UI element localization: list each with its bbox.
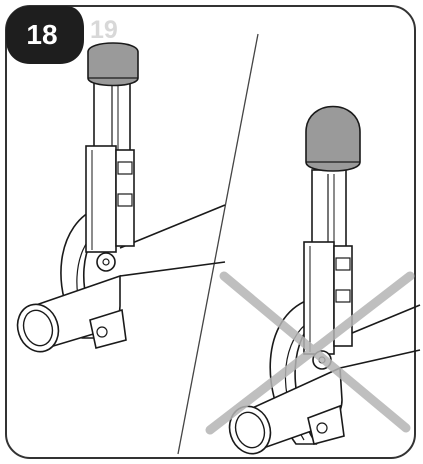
cutter-roller-block (89, 308, 127, 349)
panel-frame (5, 5, 416, 459)
cutting-wheel-hub (102, 258, 110, 266)
pipe-edge (339, 304, 421, 339)
cutter-knob (87, 42, 139, 87)
divider-line (177, 33, 259, 455)
slider-latch (117, 161, 133, 175)
pipe-edge (119, 204, 226, 249)
cutter-knob (305, 105, 361, 172)
slider-latch (335, 289, 351, 303)
step-badge: 18 (6, 6, 84, 64)
step-number: 18 (26, 19, 57, 50)
pipe-cutter-incorrect-icon (228, 105, 421, 455)
slider-latch (117, 193, 133, 207)
pipe-cutter-correct-icon (16, 42, 226, 353)
cutter-slider (85, 145, 117, 253)
roller (96, 326, 108, 338)
cross-mark-icon (205, 271, 415, 435)
next-step-number: 19 (90, 16, 118, 44)
pipe-end-inner (22, 309, 54, 347)
roller (316, 422, 328, 434)
cutter-shaft (311, 169, 347, 249)
pipe-end-inner (234, 411, 266, 449)
pipe-edge (119, 261, 226, 277)
slider-latch (335, 257, 351, 271)
pipe-edge (339, 349, 421, 369)
